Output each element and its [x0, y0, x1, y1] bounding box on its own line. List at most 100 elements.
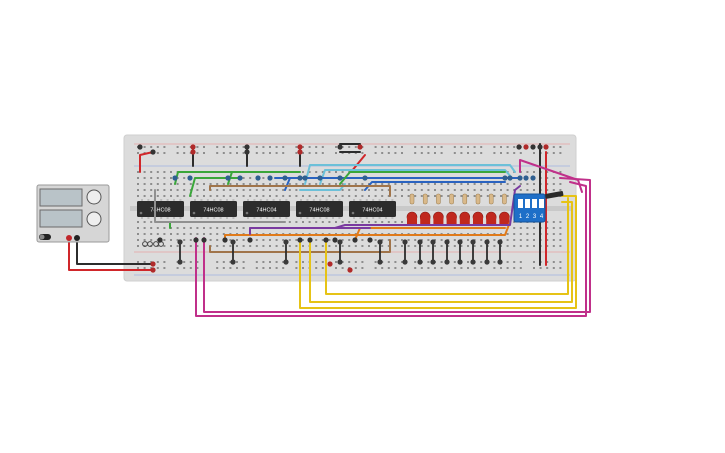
wire[interactable]: [195, 181, 587, 317]
breadboard-hole: [546, 261, 549, 263]
breadboard-hole: [222, 189, 225, 191]
breadboard-hole: [156, 171, 159, 173]
wire[interactable]: [209, 185, 391, 197]
breadboard-hole: [467, 146, 469, 148]
breadboard-hole: [348, 195, 351, 197]
ic-chip[interactable]: 74HC04: [349, 199, 396, 219]
wire-end: [430, 239, 436, 245]
breadboard-hole: [401, 261, 403, 263]
breadboard-hole: [209, 227, 212, 229]
wire[interactable]: [68, 237, 154, 271]
breadboard-hole: [467, 183, 469, 185]
breadboard-hole: [295, 239, 298, 241]
wire[interactable]: [299, 195, 577, 309]
breadboard-hole: [440, 146, 443, 148]
ic-chip[interactable]: 74HC08: [190, 199, 237, 219]
breadboard-hole: [473, 146, 476, 148]
breadboard-hole: [368, 189, 370, 191]
wire-end: [517, 175, 523, 181]
breadboard-hole: [361, 239, 364, 241]
breadboard-hole: [453, 183, 456, 185]
breadboard-hole: [546, 227, 549, 229]
breadboard-hole: [203, 189, 205, 191]
wire-end: [190, 144, 196, 150]
breadboard-hole: [341, 239, 344, 241]
terminal-positive[interactable]: [66, 235, 72, 241]
wire[interactable]: [249, 227, 371, 235]
breadboard-hole: [427, 245, 430, 247]
dip-switch[interactable]: 1 2 3 4: [513, 191, 564, 223]
wire[interactable]: [304, 164, 516, 185]
wire-end: [337, 239, 343, 245]
wire[interactable]: [519, 159, 583, 193]
breadboard-hole: [394, 183, 397, 185]
wire-end: [484, 259, 490, 265]
wire-end: [543, 144, 549, 150]
breadboard-hole: [533, 183, 535, 185]
breadboard-hole: [427, 239, 430, 241]
breadboard-hole: [282, 152, 285, 154]
breadboard-hole: [262, 239, 265, 241]
breadboard-hole: [163, 245, 166, 247]
breadboard-hole: [506, 195, 509, 197]
breadboard-hole: [163, 152, 166, 154]
current-knob[interactable]: [86, 211, 102, 227]
breadboard-hole: [295, 245, 298, 247]
breadboard-hole: [480, 195, 483, 197]
wire[interactable]: [339, 171, 506, 185]
breadboard-hole: [354, 195, 357, 197]
breadboard-hole: [480, 152, 483, 154]
breadboard-hole: [341, 267, 344, 269]
breadboard-hole: [143, 177, 146, 179]
breadboard-hole: [381, 221, 384, 223]
breadboard-hole: [381, 183, 384, 185]
wire[interactable]: [364, 181, 506, 191]
ic-chip[interactable]: 74HC04: [243, 199, 290, 219]
wire-end: [362, 175, 368, 181]
breadboard-hole: [460, 189, 463, 191]
ic-chip[interactable]: 74HC08: [296, 199, 343, 219]
breadboard-hole: [493, 189, 496, 191]
breadboard-hole: [394, 239, 397, 241]
breadboard-hole: [361, 261, 364, 263]
wire[interactable]: [154, 189, 286, 223]
breadboard-hole: [222, 227, 225, 229]
voltage-knob[interactable]: [86, 189, 102, 205]
breadboard-hole: [242, 195, 245, 197]
breadboard-hole: [453, 261, 456, 263]
breadboard-hole: [506, 239, 509, 241]
breadboard-hole: [480, 239, 483, 241]
breadboard-hole: [493, 183, 496, 185]
breadboard-hole: [269, 261, 271, 263]
breadboard-hole: [156, 261, 159, 263]
wire[interactable]: [203, 177, 591, 313]
power-supply[interactable]: [36, 184, 110, 243]
wire[interactable]: [139, 151, 154, 173]
breadboard-hole: [506, 233, 509, 235]
breadboard-hole: [229, 152, 232, 154]
wire[interactable]: [189, 177, 241, 197]
chip-label: 74HC08: [203, 208, 223, 214]
wire-end: [377, 259, 383, 265]
breadboard-hole: [546, 245, 549, 247]
wire[interactable]: [76, 237, 154, 265]
led-body: [420, 217, 431, 225]
wire-end: [244, 149, 250, 155]
breadboard-hole: [203, 227, 205, 229]
breadboard-hole: [255, 195, 258, 197]
breadboard-hole: [335, 267, 337, 269]
breadboard-hole: [156, 177, 159, 179]
terminal-negative[interactable]: [74, 235, 80, 241]
wire[interactable]: [334, 185, 521, 229]
breadboard-hole: [249, 177, 252, 179]
led-body: [486, 217, 497, 225]
ic-chip[interactable]: 74HC08: [137, 199, 184, 219]
breadboard-hole: [381, 239, 384, 241]
breadboard-hole: [143, 261, 146, 263]
breadboard-hole: [150, 221, 153, 223]
wire[interactable]: [325, 197, 569, 295]
breadboard-hole: [480, 189, 483, 191]
breadboard-hole: [295, 146, 298, 148]
chip-label: 74HC04: [362, 208, 382, 214]
